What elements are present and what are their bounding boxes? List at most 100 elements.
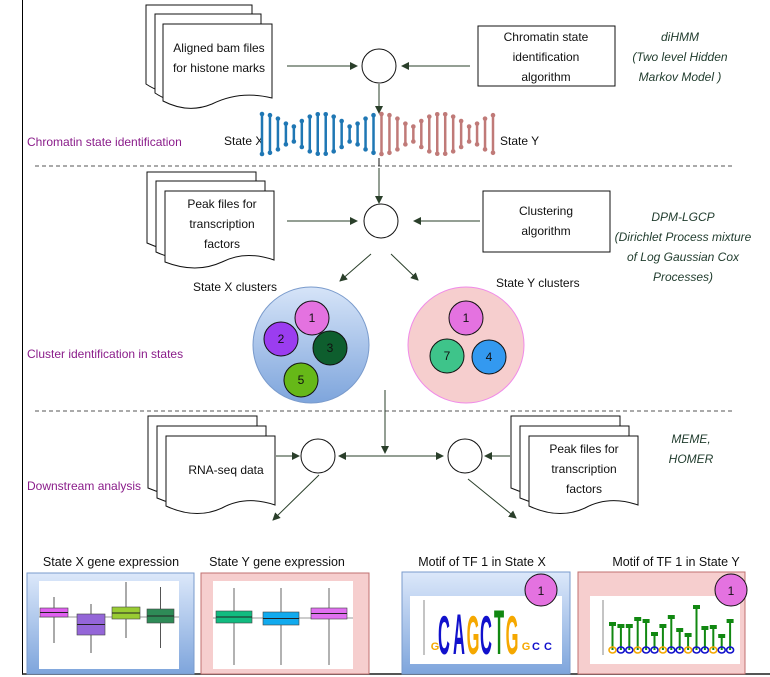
- input-doc-peaks-2: Peak files for transcription factors: [510, 415, 639, 514]
- alg-text-line: MEME,: [671, 432, 710, 446]
- box-text-line: identification: [513, 50, 580, 64]
- arrow: [467, 478, 517, 519]
- dna-rung: [291, 124, 297, 144]
- motif-letter: G: [522, 641, 531, 653]
- dna-rung: [387, 112, 392, 156]
- dna-rung: [466, 124, 472, 144]
- dna-rung: [355, 121, 360, 147]
- merge-node: [363, 203, 399, 239]
- dna-rung: [434, 112, 440, 156]
- dna-rung: [283, 121, 289, 147]
- motif-letter: [725, 619, 735, 654]
- boxplot: [146, 587, 175, 648]
- dna-rung: [450, 114, 456, 154]
- motif-letter: [641, 619, 651, 654]
- state-y-cluster-group: 1 7 4: [407, 286, 525, 404]
- motif-letter: G: [431, 641, 440, 653]
- alg-text-line: diHMM: [661, 30, 699, 44]
- motif-y-title: Motif of TF 1 in State Y: [612, 555, 740, 569]
- dna-helix-icon: [259, 111, 496, 157]
- expr-y-panel: [200, 572, 370, 675]
- boxplot: [39, 597, 69, 643]
- section-label-downstream: Downstream analysis: [27, 479, 141, 493]
- motif-letter: [650, 632, 659, 654]
- expr-x-panel: [26, 572, 195, 675]
- cluster-circle: [448, 300, 484, 336]
- doc-text-line: transcription: [189, 217, 254, 231]
- box-text-line: algorithm: [521, 70, 570, 84]
- dna-rung: [419, 118, 424, 150]
- expr-x-title: State X gene expression: [43, 555, 179, 569]
- motif-letter: [708, 625, 718, 654]
- motif-letter: G: [467, 605, 480, 666]
- motif-letter: G: [506, 605, 519, 666]
- box-text-line: Chromatin state: [504, 30, 589, 44]
- algorithm-name-dpm-lgcp: DPM-LGCP (Dirichlet Process mixture of L…: [615, 210, 752, 284]
- arrow: [339, 253, 372, 282]
- motif-letter: [717, 634, 727, 654]
- cluster-id: 7: [444, 349, 451, 363]
- dna-rung: [363, 116, 368, 152]
- alg-text-line: (Dirichlet Process mixture: [615, 230, 752, 244]
- input-doc-bam: Aligned bam files for histone marks: [145, 4, 273, 109]
- dna-rung: [474, 121, 480, 147]
- motif-x-title: Motif of TF 1 in State X: [418, 555, 546, 569]
- alg-text-line: HOMER: [669, 452, 714, 466]
- motif-letter: [675, 628, 685, 654]
- arrow: [390, 253, 419, 281]
- motif-letter: C: [480, 605, 492, 666]
- cluster-id: 2: [278, 332, 285, 346]
- input-doc-peaks: Peak files for transcription factors: [146, 171, 275, 269]
- cluster-id: 4: [486, 350, 493, 364]
- dna-rung: [442, 112, 448, 156]
- doc-text-line: for histone marks: [173, 61, 265, 75]
- cluster-container: [252, 286, 370, 404]
- cluster-circle: [263, 321, 299, 357]
- section-label-cluster: Cluster identification in states: [27, 347, 183, 361]
- cluster-badge: [714, 573, 748, 607]
- dna-rung: [299, 118, 305, 150]
- dna-rung: [259, 111, 265, 157]
- motif-letter: [700, 626, 710, 654]
- motif-letter: [633, 617, 643, 654]
- doc-text-line: Peak files for: [549, 442, 618, 456]
- alg-text-line: Markov Model ): [639, 70, 722, 84]
- boxplot: [262, 588, 300, 665]
- merge-node: [361, 48, 397, 84]
- cluster-id: 3: [327, 341, 334, 355]
- motif-letter: [692, 605, 701, 654]
- boxplot: [111, 582, 141, 638]
- dna-rung: [315, 112, 321, 156]
- dna-rung: [411, 124, 416, 144]
- algorithm-box-clustering: Clustering algorithm: [482, 190, 611, 253]
- algorithm-name-meme-homer: MEME, HOMER: [669, 432, 714, 466]
- merge-node: [447, 438, 483, 474]
- cluster-id: 1: [463, 311, 470, 325]
- motif-letter: C: [532, 641, 540, 653]
- dna-rung: [403, 121, 408, 147]
- doc-text-line: transcription: [551, 462, 616, 476]
- dna-rung: [323, 112, 329, 156]
- motif-letter: T: [494, 597, 504, 668]
- dna-rung: [275, 116, 281, 152]
- dna-rung: [490, 112, 496, 156]
- motif-letter: C: [544, 641, 552, 653]
- cluster-id: 5: [298, 373, 305, 387]
- cluster-badge: [524, 573, 558, 607]
- dna-rung: [347, 124, 352, 144]
- alg-text-line: DPM-LGCP: [651, 210, 714, 224]
- state-y-clusters-label: State Y clusters: [496, 276, 580, 290]
- cluster-circle: [283, 362, 319, 398]
- dna-rung: [482, 116, 488, 152]
- doc-text-line: RNA-seq data: [188, 463, 264, 477]
- boxplot: [76, 604, 106, 653]
- doc-text-line: factors: [204, 237, 240, 251]
- motif-y-panel: 1: [577, 571, 748, 675]
- motif-letter: [658, 624, 668, 654]
- motif-letter: [616, 624, 626, 654]
- cluster-circle: [471, 339, 507, 375]
- section-label-chromatin: Chromatin state identification: [27, 135, 182, 149]
